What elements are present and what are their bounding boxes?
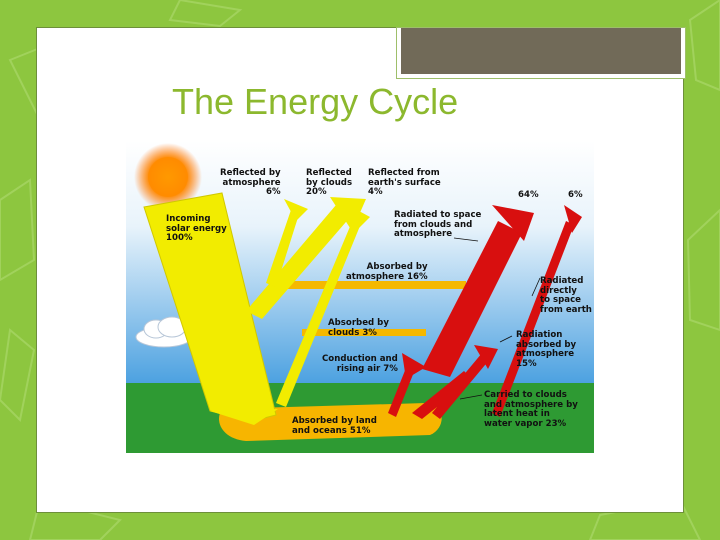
- label-absorbed-atmosphere: Absorbed by atmosphere 16%: [346, 262, 428, 282]
- label-conduction: Conduction and rising air 7%: [322, 354, 398, 374]
- label-radiated-directly: Radiated directly to space from earth: [540, 276, 592, 315]
- latent-heat-arrow: [432, 353, 490, 419]
- reflected-atmosphere-arrow: [266, 207, 300, 287]
- label-absorbed-land: Absorbed by land and oceans 51%: [292, 416, 377, 436]
- label-carried-clouds: Carried to clouds and atmosphere by late…: [484, 390, 578, 429]
- label-incoming-solar: Incoming solar energy 100%: [166, 214, 227, 244]
- label-out-6: 6%: [568, 190, 583, 200]
- label-radiation-absorbed: Radiation absorbed by atmosphere 15%: [516, 330, 577, 369]
- label-reflected-clouds: Reflected by clouds 20%: [306, 168, 353, 198]
- absorbed-atmosphere-beam: [278, 281, 466, 289]
- reflected-surface-arrow: [276, 217, 362, 407]
- label-absorbed-clouds: Absorbed by clouds 3%: [328, 318, 389, 338]
- title-tab-decoration: [396, 27, 686, 79]
- diagram-graphic: [126, 141, 594, 453]
- slide-title: The Energy Cycle: [172, 81, 459, 122]
- radiated-directly-arrow: [492, 221, 574, 417]
- label-radiated-space: Radiated to space from clouds and atmosp…: [394, 210, 482, 240]
- label-out-64: 64%: [518, 190, 539, 200]
- energy-cycle-diagram: Incoming solar energy 100% Reflected by …: [126, 141, 594, 453]
- reflected-clouds-arrow: [246, 205, 352, 319]
- absorbed-clouds-beam: [302, 329, 426, 336]
- radiated-space-arrow: [422, 221, 522, 377]
- label-reflected-atmosphere: Reflected by atmosphere 6%: [220, 168, 281, 198]
- label-reflected-surface: Reflected from earth's surface 4%: [368, 168, 441, 198]
